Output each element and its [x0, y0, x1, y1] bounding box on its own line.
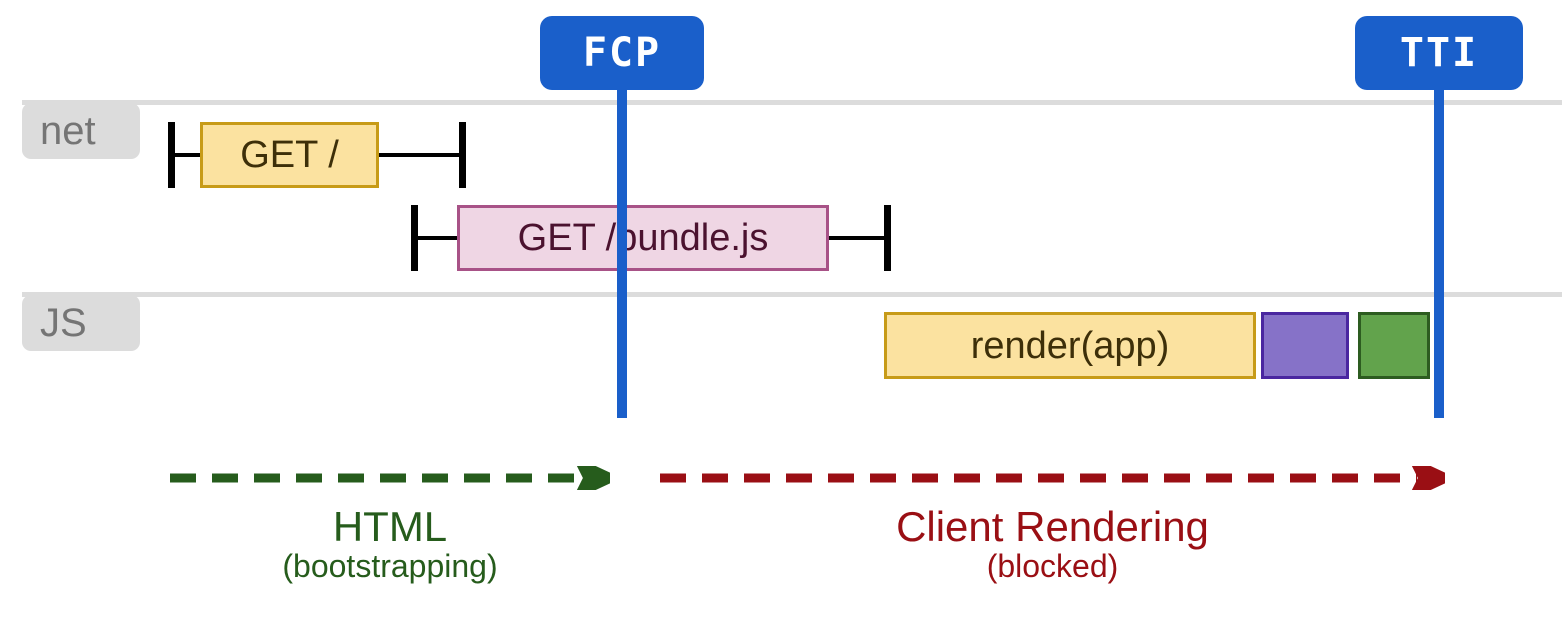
phase-title-client-rendering: Client Rendering — [896, 503, 1209, 550]
phase-title-html: HTML — [332, 503, 448, 550]
request-bar-get-bundle-js[interactable]: GET /bundle.js — [457, 205, 829, 271]
phase-caption-html: HTML (bootstrapping) — [170, 504, 610, 584]
marker-badge-tti[interactable]: TTI — [1355, 16, 1523, 90]
lane-separator-net — [22, 100, 1562, 105]
lane-label-js: JS — [22, 295, 140, 351]
marker-line-tti — [1434, 88, 1444, 418]
request-bar-get-root[interactable]: GET / — [200, 122, 379, 188]
task-bar-render-app[interactable]: render(app) — [884, 312, 1256, 379]
get-bundle-whisker-cap-end — [884, 205, 891, 271]
get-root-whisker-cap-end — [459, 122, 466, 188]
lane-label-net: net — [22, 103, 140, 159]
phase-subtitle-html: (bootstrapping) — [282, 548, 498, 585]
phase-subtitle-client-rendering: (blocked) — [986, 548, 1119, 585]
phase-caption-client-rendering: Client Rendering (blocked) — [660, 504, 1445, 584]
phase-arrow-client-rendering — [660, 466, 1445, 490]
marker-badge-fcp[interactable]: FCP — [540, 16, 704, 90]
task-bar-green[interactable] — [1358, 312, 1430, 379]
phase-arrow-html — [170, 466, 610, 490]
task-bar-purple[interactable] — [1261, 312, 1349, 379]
lane-separator-js — [22, 292, 1562, 297]
marker-line-fcp — [617, 88, 627, 418]
